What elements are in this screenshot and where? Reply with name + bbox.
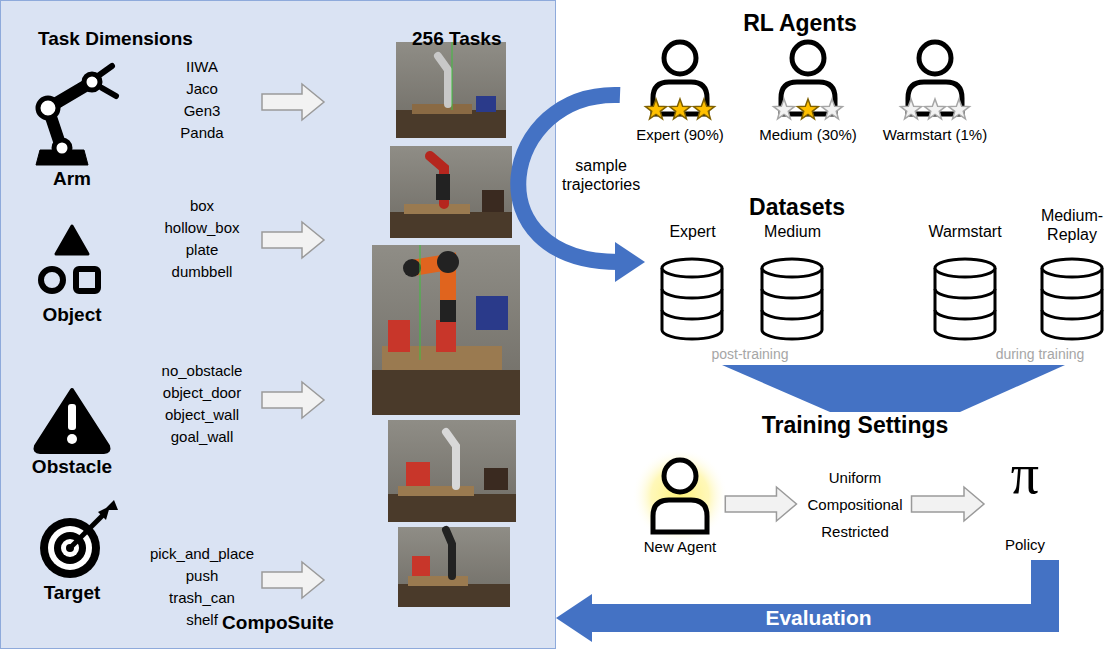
node-label: Datasets	[749, 194, 845, 222]
dimension-arrow	[262, 84, 324, 598]
dimension-name: Obstacle	[32, 456, 112, 479]
node-label: Warmstart (1%)	[883, 126, 987, 144]
agent-box: Warmstart (1%)	[878, 40, 992, 150]
dataset-box: Medium	[755, 216, 830, 346]
dimension-value: IIWA	[186, 58, 218, 76]
node-label: RL Agents	[743, 10, 857, 38]
node-text: CompoSuite	[222, 612, 334, 635]
datasets-group: DatasetsExpert Medium Warmstart Medium-Repl…	[645, 195, 1120, 365]
node-text: 256 Tasks	[412, 28, 501, 51]
connector	[556, 560, 1045, 642]
node-label: Task Dimensions	[38, 28, 193, 51]
dimension-value: Gen3	[184, 102, 221, 120]
agent-icon	[653, 460, 707, 532]
task-image	[390, 146, 512, 238]
dimension-value: no_obstacle	[162, 362, 243, 380]
node-label: Training Settings	[762, 412, 949, 440]
obstacle-icon	[36, 390, 109, 452]
agents-group: RL AgentsExpert (90%) Medium (30%) Warmsta…	[620, 5, 1120, 150]
connector	[518, 95, 645, 282]
task-image	[398, 527, 510, 607]
target-icon	[40, 500, 118, 578]
dimension-value: object_wall	[165, 406, 239, 424]
dimension-name: Object	[42, 304, 101, 327]
task-image	[396, 42, 506, 138]
dimension-value: hollow_box	[164, 219, 239, 237]
node-label: Warmstart	[928, 222, 1001, 241]
connector	[725, 487, 796, 521]
node-label: Medium	[764, 222, 821, 241]
node-label: Medium (30%)	[759, 126, 857, 144]
dimension-name: Target	[44, 582, 101, 605]
agent-box: Medium (30%)	[754, 40, 862, 150]
edge-label: sample trajectories	[562, 156, 640, 194]
dimension-value: pick_and_place	[150, 545, 254, 563]
edge-label: Evaluation	[765, 605, 871, 630]
arm-icon	[36, 66, 116, 165]
task-image	[388, 420, 516, 522]
node-label: New Agent	[644, 538, 717, 556]
node-label: Expert (90%)	[636, 126, 724, 144]
dataset-box: Medium-Replay	[1028, 204, 1116, 350]
phase-note: post-training	[711, 346, 788, 363]
connector	[912, 487, 984, 521]
node-label: Expert	[669, 222, 715, 241]
dataset-box: Warmstart	[920, 216, 1010, 346]
dimension-value: plate	[186, 241, 219, 259]
dataset-box: Expert	[655, 216, 730, 346]
training-group: Training SettingsNew Agent Uniform Compos…	[640, 412, 1120, 562]
database-cylinder	[662, 259, 1102, 339]
agent-glow	[632, 448, 728, 544]
dimension-value: push	[186, 567, 219, 585]
connector	[722, 365, 1065, 412]
dimension-value: Panda	[180, 124, 223, 142]
agent-box: Expert (90%)	[630, 40, 730, 150]
dimension-value: dumbbell	[172, 263, 233, 281]
dimension-value: object_door	[163, 384, 241, 402]
node-label: π	[1011, 446, 1039, 502]
dimension-value: shelf	[186, 611, 218, 629]
phase-note: during training	[996, 346, 1085, 363]
object-icon	[41, 226, 98, 291]
task-image	[372, 245, 520, 415]
dimension-value: Jaco	[186, 80, 218, 98]
panel-ground	[1, 1, 556, 649]
dimension-value: trash_can	[169, 589, 235, 607]
rating-stars	[646, 99, 970, 119]
dimension-value: goal_wall	[171, 428, 234, 446]
settings-box: Uniform Compositional Restricted	[802, 462, 907, 546]
node-label: Uniform Compositional Restricted	[807, 464, 902, 545]
dimension-value: box	[190, 197, 214, 215]
dimension-name: Arm	[53, 168, 91, 191]
policy-box: πPolicy	[990, 450, 1060, 560]
node-text: Policy	[1005, 536, 1045, 554]
node-label: Medium-Replay	[1041, 206, 1103, 244]
agent-box: New Agent	[639, 450, 722, 558]
